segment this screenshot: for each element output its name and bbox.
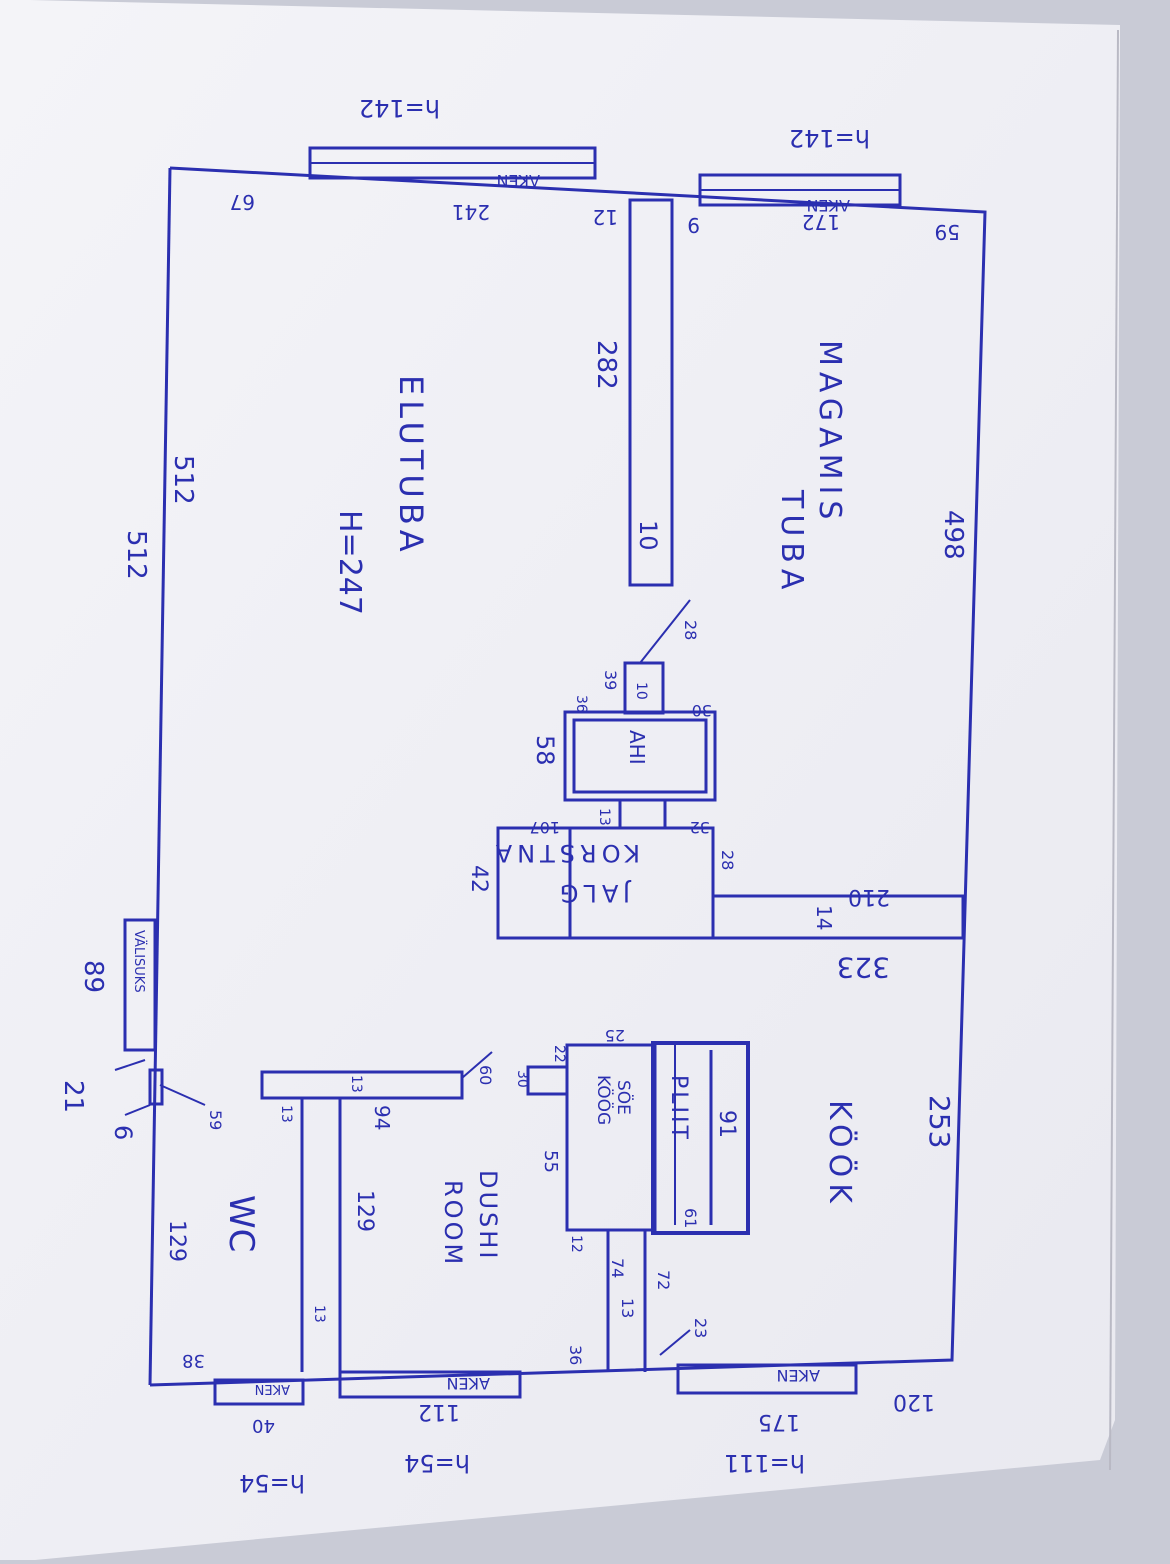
paper bbox=[0, 0, 1120, 1560]
dim-6: 6 bbox=[109, 1125, 137, 1140]
dim-129b: 129 bbox=[164, 1220, 189, 1262]
dim-28: 28 bbox=[681, 620, 700, 640]
dim-72: 72 bbox=[654, 1270, 673, 1290]
window-wc bbox=[213, 1378, 305, 1406]
dim-512-inner: 512 bbox=[168, 455, 198, 505]
dim-94: 94 bbox=[370, 1105, 394, 1130]
shower-label-1: DUSHI bbox=[474, 1170, 502, 1261]
dim-74: 74 bbox=[608, 1258, 627, 1278]
dim-14: 14 bbox=[812, 905, 836, 930]
bedroom-label-2: TUBA bbox=[774, 489, 809, 595]
dim-36: 36 bbox=[573, 695, 589, 713]
dim-32: 32 bbox=[690, 818, 710, 837]
dim-498: 498 bbox=[938, 510, 968, 560]
dim-60: 60 bbox=[476, 1065, 495, 1085]
sink-side bbox=[526, 1065, 569, 1096]
dim-61: 61 bbox=[681, 1208, 700, 1228]
dim-9: 9 bbox=[687, 213, 700, 237]
window-label-1: AKEN bbox=[496, 171, 540, 190]
dim-67: 67 bbox=[230, 190, 255, 214]
dim-13b: 13 bbox=[618, 1298, 637, 1318]
dim-13e: 13 bbox=[311, 1305, 327, 1323]
oven-inner bbox=[572, 718, 708, 794]
window-kitchen bbox=[676, 1363, 858, 1395]
outer-wall-top-right-bottom bbox=[149, 166, 987, 1387]
dim-172: 172 bbox=[802, 210, 840, 234]
window-label-3: AKEN bbox=[776, 1366, 820, 1385]
dim-59: 59 bbox=[935, 220, 960, 244]
dim-91: 91 bbox=[714, 1110, 739, 1138]
dim-38: 38 bbox=[182, 1350, 205, 1371]
dim-59b: 59 bbox=[206, 1110, 225, 1130]
living-label: ELUTUBA bbox=[392, 375, 430, 557]
dim-323: 323 bbox=[837, 951, 890, 984]
dim-12b: 12 bbox=[568, 1235, 584, 1253]
dim-13d: 13 bbox=[278, 1105, 294, 1123]
shower-label-2: ROOM bbox=[439, 1180, 467, 1267]
dim-23: 23 bbox=[691, 1318, 710, 1338]
window-label-5: AKEN bbox=[255, 1381, 290, 1396]
dim-30: 30 bbox=[692, 701, 712, 720]
dim-39: 39 bbox=[601, 670, 620, 690]
dim-120: 120 bbox=[893, 1389, 935, 1414]
window-label-2: AKEN bbox=[806, 196, 850, 215]
dim-129a: 129 bbox=[352, 1190, 377, 1232]
oven-box bbox=[563, 710, 717, 802]
wardrobe-box bbox=[496, 826, 715, 940]
kitchen-label: KÖÖK bbox=[822, 1100, 858, 1209]
dim-89: 89 bbox=[78, 960, 108, 993]
door-label: VÄLISUKS bbox=[131, 930, 147, 993]
dim-40: 40 bbox=[252, 1415, 275, 1436]
kitchen-wall bbox=[711, 894, 965, 940]
stove-box bbox=[651, 1041, 750, 1235]
dim-107: 107 bbox=[529, 818, 560, 837]
dim-58: 58 bbox=[531, 735, 559, 766]
dim-10b: 10 bbox=[633, 682, 649, 700]
dim-210: 210 bbox=[848, 884, 890, 909]
dim-10: 10 bbox=[634, 520, 662, 551]
height-top-right: h=142 bbox=[789, 124, 870, 152]
dim-30b: 30 bbox=[514, 1070, 530, 1088]
dim-28b: 28 bbox=[718, 850, 737, 870]
dim-25: 25 bbox=[605, 1026, 625, 1045]
dim-282: 282 bbox=[591, 340, 621, 390]
dim-55: 55 bbox=[540, 1150, 561, 1173]
dim-241: 241 bbox=[452, 200, 490, 224]
height-bottom-2: h=54 bbox=[404, 1449, 470, 1477]
height-bottom-3: h=54 bbox=[239, 1469, 305, 1497]
wc-label: WC bbox=[221, 1195, 261, 1252]
wardrobe-label-1: KORSTNA bbox=[491, 839, 640, 867]
height-bottom-1: h=111 bbox=[724, 1449, 805, 1477]
dim-12: 12 bbox=[593, 205, 618, 229]
sink-label-1: SÖE bbox=[613, 1080, 635, 1115]
dim-22: 22 bbox=[551, 1045, 567, 1063]
dim-175: 175 bbox=[758, 1409, 800, 1434]
sink-label-2: KÖÖG bbox=[593, 1075, 615, 1125]
dim-21: 21 bbox=[58, 1080, 88, 1113]
dim-112: 112 bbox=[418, 1399, 460, 1424]
oven-label: AHI bbox=[625, 730, 649, 765]
outer-wall-left bbox=[148, 167, 172, 1386]
bedroom-label-1: MAGAMIS bbox=[812, 340, 847, 525]
living-height: H=247 bbox=[332, 510, 367, 615]
dim-253: 253 bbox=[923, 1095, 956, 1148]
dim-36b: 36 bbox=[566, 1345, 585, 1365]
window-label-4: AKEN bbox=[446, 1374, 490, 1393]
dim-13c: 13 bbox=[348, 1075, 364, 1093]
dim-13: 13 bbox=[596, 808, 612, 826]
height-top-left: h=142 bbox=[359, 94, 440, 122]
stove-label: PLIIT bbox=[666, 1075, 691, 1142]
window-shower bbox=[338, 1370, 522, 1399]
wardrobe-label-2: JALG bbox=[555, 879, 632, 907]
partition-wall bbox=[628, 198, 674, 587]
bath-wall-top bbox=[260, 1070, 464, 1100]
dim-42: 42 bbox=[466, 865, 491, 893]
dim-512-outer: 512 bbox=[121, 530, 151, 580]
